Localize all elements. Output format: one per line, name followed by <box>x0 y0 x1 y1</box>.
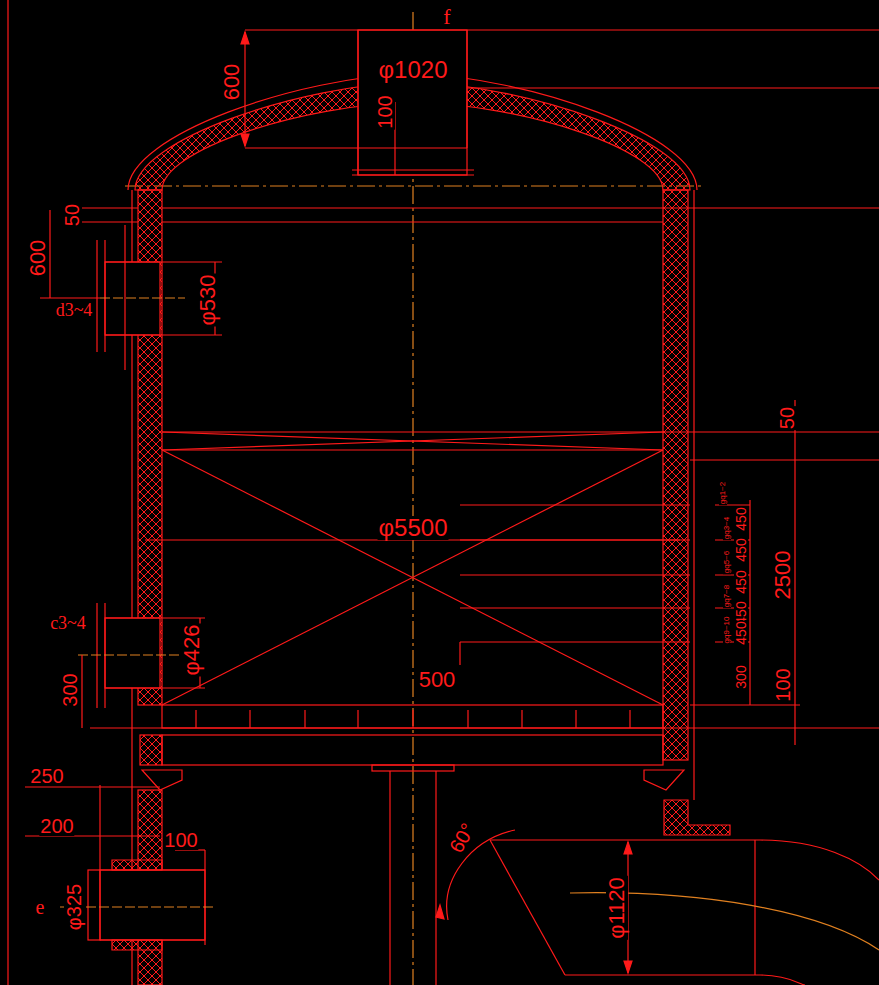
dimension-label: φ530 <box>197 274 219 327</box>
nozzle-label: c3~4 <box>49 614 87 632</box>
angle-label: 60° <box>445 819 478 857</box>
dimension-label: 50 <box>62 203 82 227</box>
gauge-label: gq1~2 <box>719 481 727 505</box>
dimension-label: φ1020 <box>378 58 449 82</box>
dimension-label: 100 <box>163 830 198 850</box>
dimension-label: 250 <box>29 766 64 786</box>
gauge-label: gq5~6 <box>723 550 731 574</box>
nozzle-label: e <box>35 897 46 917</box>
dimension-label: 450 <box>734 506 748 531</box>
gauge-label: gq7~8 <box>723 584 731 608</box>
dimension-label: φ426 <box>181 624 203 677</box>
dimension-label: φ325 <box>64 883 84 931</box>
dimension-label: 100 <box>773 667 793 702</box>
gauge-label: gq9~10 <box>723 616 731 645</box>
dimension-label: 2500 <box>772 550 794 601</box>
dimension-label: 500 <box>418 669 457 691</box>
dimension-label: φ5500 <box>378 516 449 540</box>
dimension-label: 300 <box>60 672 80 707</box>
dimension-label: 450 <box>734 569 748 594</box>
nozzle-label: d3~4 <box>55 301 94 319</box>
dimension-label: 50 <box>777 406 797 430</box>
gauge-label: gq3~4 <box>723 516 731 540</box>
dimension-label: 300 <box>734 664 748 689</box>
dimension-label: 450 <box>734 537 748 562</box>
dimension-label: 600 <box>27 239 49 278</box>
dimension-label: 100 <box>375 94 395 129</box>
dimension-label: 450 <box>734 620 748 645</box>
dimension-label: 200 <box>39 816 74 836</box>
view-letter: f <box>442 6 451 28</box>
dimension-label: 600 <box>221 63 243 102</box>
dimension-label: φ1120 <box>606 876 628 940</box>
